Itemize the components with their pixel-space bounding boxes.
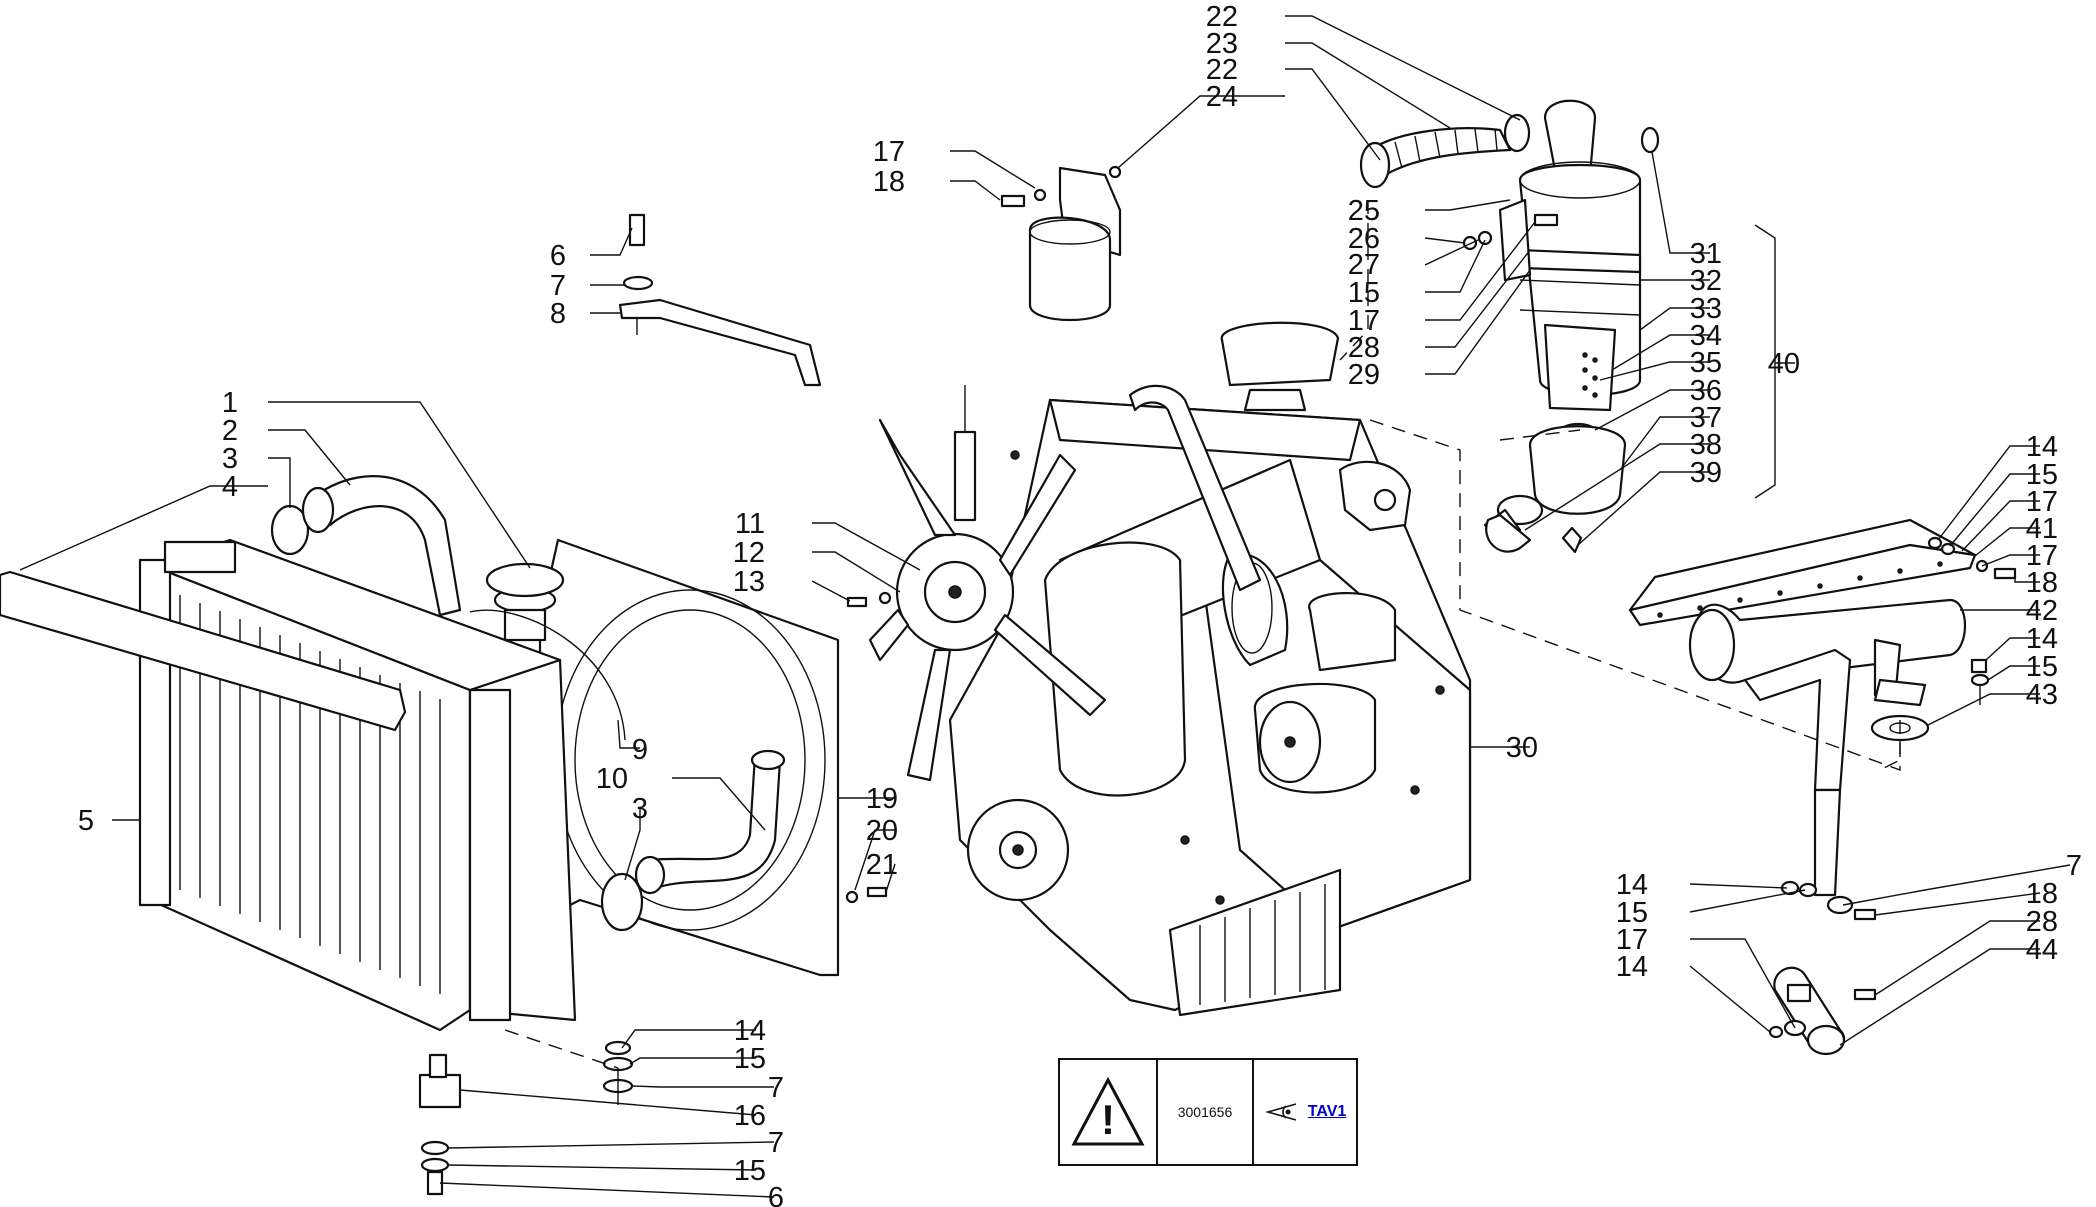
- callout-c-42: 42: [2026, 595, 2058, 627]
- callout-c-17e: 17: [1616, 924, 1648, 956]
- callout-c-18a: 18: [873, 166, 905, 198]
- callout-c-22b: 22: [1206, 54, 1238, 86]
- callout-c-38: 38: [1690, 429, 1722, 461]
- callout-c-37: 37: [1690, 402, 1722, 434]
- callout-c-7b: 7: [2066, 850, 2082, 882]
- callout-c-17d: 17: [2026, 540, 2058, 572]
- mounting-bracket: [618, 213, 822, 387]
- callout-c-21: 21: [866, 849, 898, 881]
- callout-c-26: 26: [1348, 223, 1380, 255]
- callout-c-31: 31: [1690, 238, 1722, 270]
- callout-labels: 2223222417186782526271517282931323334353…: [78, 1, 2082, 1207]
- callout-c-39: 39: [1690, 457, 1722, 489]
- callout-c-15c: 15: [2026, 651, 2058, 683]
- callout-c-15f: 15: [734, 1155, 766, 1187]
- leader-lines: [19, 15, 2071, 1198]
- callout-c-14e: 14: [734, 1015, 766, 1047]
- callout-c-15d: 15: [1616, 897, 1648, 929]
- callout-c-30: 30: [1506, 732, 1538, 764]
- callout-c-27: 27: [1348, 249, 1380, 281]
- callout-c-33: 33: [1690, 293, 1722, 325]
- callout-c-14b: 14: [2026, 623, 2058, 655]
- callout-c-19: 19: [866, 783, 898, 815]
- view-direction-icon: [1264, 1103, 1296, 1121]
- tav1-link[interactable]: TAV1: [1307, 1103, 1347, 1120]
- callout-c-17c: 17: [2026, 486, 2058, 518]
- callout-c-20: 20: [866, 815, 898, 847]
- callout-c-12: 12: [733, 537, 765, 569]
- callout-c-7a: 7: [550, 270, 566, 302]
- callout-c-7c: 7: [768, 1072, 784, 1104]
- callout-c-24: 24: [1206, 81, 1238, 113]
- callout-c-25: 25: [1348, 195, 1380, 227]
- assembly-guide-lines: [1339, 200, 1901, 771]
- callout-c-15e: 15: [734, 1043, 766, 1075]
- callout-c-15a: 15: [1348, 277, 1380, 309]
- callout-c-14d: 14: [1616, 951, 1648, 983]
- callout-c-35: 35: [1690, 347, 1722, 379]
- callout-c-11: 11: [735, 508, 765, 540]
- doc-number-cell: 3001656: [1158, 1060, 1254, 1164]
- engine-block: [845, 321, 1472, 1017]
- callout-c-41: 41: [2026, 513, 2058, 545]
- callout-c-14c: 14: [1616, 869, 1648, 901]
- air-filter-assembly: [1359, 99, 1660, 554]
- exhaust-assembly: [1628, 518, 2017, 1056]
- svg-text:!: !: [1101, 1096, 1115, 1143]
- callout-c-13: 13: [733, 566, 765, 598]
- warning-reference-box: ! 3001656 TAV1: [1058, 1058, 1358, 1166]
- callout-c-23: 23: [1206, 28, 1238, 60]
- callout-c-16: 16: [734, 1100, 766, 1132]
- warning-cell: !: [1060, 1060, 1158, 1164]
- callout-c-14a: 14: [2026, 431, 2058, 463]
- callout-c-6b: 6: [768, 1182, 784, 1207]
- callout-c-4: 4: [222, 471, 238, 503]
- callout-c-5: 5: [78, 805, 94, 837]
- callout-c-43: 43: [2026, 679, 2058, 711]
- callout-c-8: 8: [550, 298, 566, 330]
- callout-c-1: 1: [222, 387, 238, 419]
- callout-c-10: 10: [596, 763, 628, 795]
- doc-number: 3001656: [1177, 1104, 1233, 1120]
- callout-c-17a: 17: [873, 136, 905, 168]
- callout-c-3a: 3: [222, 443, 238, 475]
- callout-c-36: 36: [1690, 375, 1722, 407]
- oil-filter-assembly: [1000, 165, 1122, 321]
- callout-c-15b: 15: [2026, 459, 2058, 491]
- callout-c-18c: 18: [2026, 878, 2058, 910]
- callout-c-28a: 28: [1348, 332, 1380, 364]
- callout-c-18b: 18: [2026, 567, 2058, 599]
- callout-c-17b: 17: [1348, 305, 1380, 337]
- callout-c-3b: 3: [632, 793, 648, 825]
- warning-triangle-icon: !: [1071, 1076, 1145, 1146]
- callout-c-32: 32: [1690, 265, 1722, 297]
- callout-c-34: 34: [1690, 320, 1722, 352]
- callout-c-6a: 6: [550, 240, 566, 272]
- callout-c-22a: 22: [1206, 1, 1238, 33]
- reference-cell: TAV1: [1254, 1060, 1356, 1164]
- radiator-assembly: [0, 475, 840, 1196]
- callout-c-2: 2: [222, 415, 238, 447]
- callout-c-28b: 28: [2026, 906, 2058, 938]
- callout-c-29: 29: [1348, 359, 1380, 391]
- callout-c-40: 40: [1768, 348, 1800, 380]
- callout-c-44: 44: [2026, 934, 2058, 966]
- callout-c-7d: 7: [768, 1127, 784, 1159]
- callout-c-9: 9: [632, 734, 648, 766]
